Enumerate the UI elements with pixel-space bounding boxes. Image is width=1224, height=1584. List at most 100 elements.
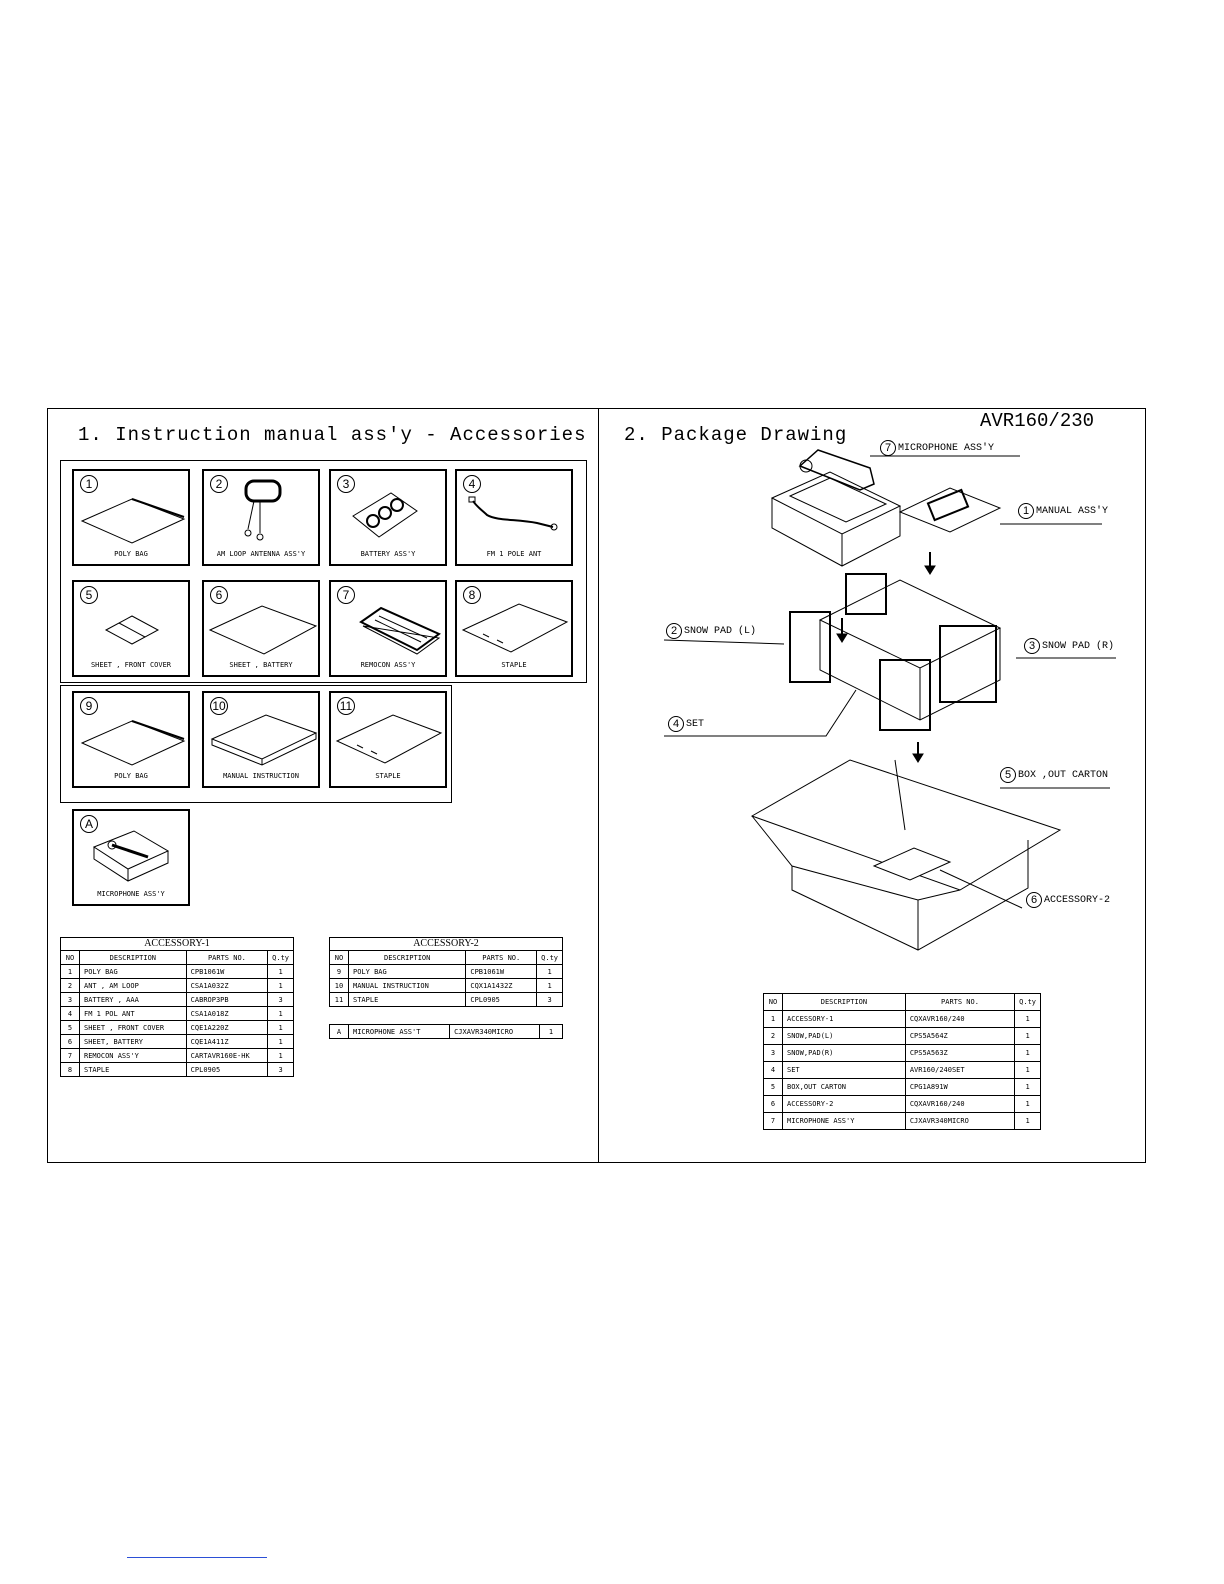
col-description: DESCRIPTION [782,993,906,1011]
cell-label: POLY BAG [114,550,148,558]
cell-number: 10 [210,697,228,715]
col-description: DESCRIPTION [347,950,467,965]
row-parts-no: CPS5A563Z [904,1044,1016,1062]
row-qty: 1 [267,1048,294,1063]
footer-link-underline [127,1557,267,1558]
row-qty: 1 [267,1006,294,1021]
battery-icon [352,492,418,538]
outer-carton-box [750,759,1062,951]
row-description: ACCESSORY-1 [782,1010,906,1028]
microphone-box-icon [92,830,170,882]
staple-icon [335,714,443,764]
accessory-cell-front-cover: 5 SHEET , FRONT COVER [72,580,190,677]
cell-number: 11 [337,697,355,715]
row-no: 7 [60,1048,80,1063]
cell-label: REMOCON ASS'Y [360,661,416,669]
row-no: 7 [763,1112,783,1130]
staple-icon [461,603,569,653]
row-qty: 1 [539,1024,563,1039]
row-no: 3 [60,992,80,1007]
col-parts-no: PARTS NO. [465,950,538,965]
row-qty: 1 [1014,1010,1041,1028]
accessory-cell-staple: 8 STAPLE [455,580,573,677]
accessory-cell-microphone: A MICROPHONE ASS'Y [72,809,190,906]
remote-control-icon [359,606,441,655]
cell-number: 3 [337,475,355,493]
cell-number: 9 [80,697,98,715]
row-qty: 1 [536,964,563,979]
accessory-cell-sheet-battery: 6 SHEET , BATTERY [202,580,320,677]
callout-label: BOX ,OUT CARTON [1018,769,1109,781]
row-qty: 1 [1014,1061,1041,1079]
callout-number: 2 [666,623,682,639]
callout-label: MICROPHONE ASS'Y [898,442,995,454]
accessory-cell-staple-2: 11 STAPLE [329,691,447,788]
row-qty: 1 [267,1034,294,1049]
section-divider [598,408,599,1163]
row-description: MANUAL INSTRUCTION [347,978,467,993]
row-parts-no: CQXAVR160/240 [904,1095,1016,1113]
row-qty: 1 [1014,1044,1041,1062]
row-parts-no: CPB1061W [185,964,269,979]
row-qty: 3 [267,1062,294,1077]
row-no: 9 [329,964,349,979]
row-parts-no: CPL0905 [465,992,538,1007]
row-no: 10 [329,978,349,993]
accessory-cell-remocon: 7 REMOCON ASS'Y [329,580,447,677]
row-parts-no: CABROP3PB [185,992,269,1007]
row-no: 5 [60,1020,80,1035]
row-description: BATTERY , AAA [79,992,187,1007]
row-qty: 1 [267,964,294,979]
cell-number: 7 [337,586,355,604]
cell-number: 2 [210,475,228,493]
drawing-sheet [47,408,1146,1163]
row-parts-no: CPS5A564Z [904,1027,1016,1045]
row-description: MICROPHONE ASS'Y [782,1112,906,1130]
cell-number: 8 [463,586,481,604]
manual-book-icon [210,714,318,766]
accessory2-title: ACCESSORY-2 [329,937,563,950]
callout-label: SET [686,718,705,730]
row-parts-no: CJXAVR340MICRO [449,1024,540,1039]
row-qty: 1 [1014,1078,1041,1096]
accessory1-table: ACCESSORY-1 NO DESCRIPTION PARTS NO. Q.t… [60,937,294,1077]
col-no: NO [60,950,80,965]
cell-number: 4 [463,475,481,493]
row-parts-no: CPB1061W [465,964,538,979]
accessory-cell-battery: 3 BATTERY ASS'Y [329,469,447,566]
cell-number: 1 [80,475,98,493]
row-no: 4 [763,1061,783,1079]
callout-number: 4 [668,716,684,732]
row-description: ACCESSORY-2 [782,1095,906,1113]
row-no: 3 [763,1044,783,1062]
row-description: SNOW,PAD(R) [782,1044,906,1062]
table-header: NO DESCRIPTION PARTS NO. Q.ty [763,993,1041,1011]
row-parts-no: CARTAVR160E-HK [185,1048,269,1063]
row-parts-no: CJXAVR340MICRO [904,1112,1016,1130]
cell-label: SHEET , BATTERY [229,661,293,669]
row-description: BOX,OUT CARTON [782,1078,906,1096]
row-description: POLY BAG [347,964,467,979]
model-number: AVR160/230 [980,410,1095,432]
sheet-battery-icon [208,605,318,655]
row-parts-no: CQX1A1432Z [465,978,538,993]
col-no: NO [763,993,783,1011]
callout-label: MANUAL ASS'Y [1036,505,1109,517]
section2-title: 2. Package Drawing [624,424,848,446]
cell-label: AM LOOP ANTENNA ASS'Y [216,550,306,558]
